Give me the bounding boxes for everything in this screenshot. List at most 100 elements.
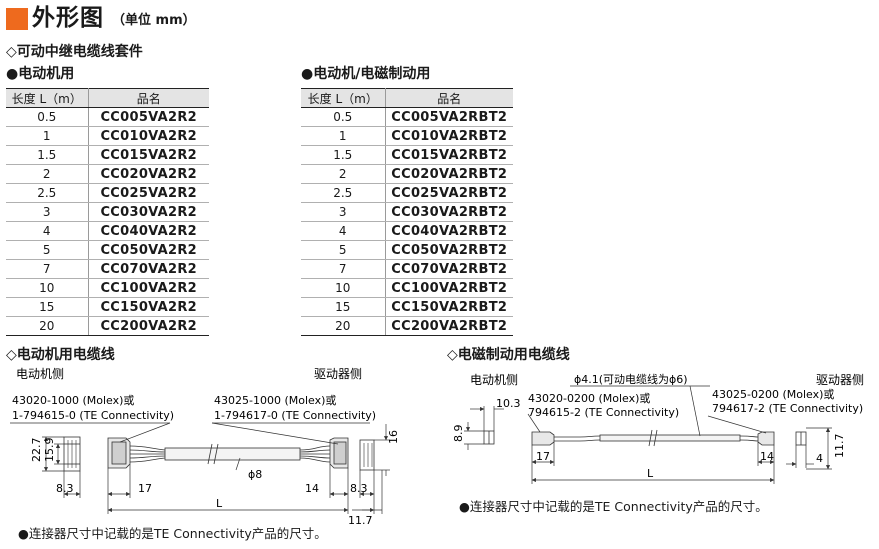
product-name-cell: CC005VA2R2 (88, 107, 209, 127)
brake-right-part-1: 43025-0200 (Molex)或 (712, 388, 834, 401)
length-cell: 1 (6, 126, 89, 146)
product-name-cell: CC150VA2R2 (88, 297, 209, 317)
motor-cable-note: ●连接器尺寸中记载的是TE Connectivity产品的尺寸。 (18, 526, 327, 541)
dim-16: 16 (387, 430, 400, 444)
dim-L: L (216, 497, 223, 510)
length-cell: 7 (301, 259, 386, 279)
length-cell: 3 (6, 202, 89, 222)
column-header-length: 长度 L（m） (6, 88, 89, 108)
right-connector-part-1: 43025-1000 (Molex)或 (214, 394, 336, 407)
brake-dim-L: L (647, 467, 654, 480)
column-header-name: 品名 (88, 88, 209, 108)
length-cell: 2.5 (301, 183, 386, 203)
length-cell: 4 (6, 221, 89, 241)
brake-cable-title: ◇电磁制动用电缆线 (447, 347, 570, 363)
motor-table-title: ●电动机用 (6, 66, 75, 82)
length-cell: 2 (301, 164, 386, 184)
length-cell: 7 (6, 259, 89, 279)
left-connector-part-2: 1-794615-0 (TE Connectivity) (12, 409, 174, 422)
brake-motor-side-label: 电动机侧 (470, 373, 518, 387)
brake-table-title: ●电动机/电磁制动用 (301, 66, 431, 82)
left-connector-part-1: 43020-1000 (Molex)或 (12, 394, 134, 407)
product-name-cell: CC050VA2R2 (88, 240, 209, 260)
product-name-cell: CC010VA2RBT2 (385, 126, 513, 146)
unit-label: （单位 mm） (112, 13, 196, 28)
column-header-length: 长度 L（m） (301, 88, 386, 108)
dim-8-3-right: 8.3 (350, 482, 368, 495)
product-name-cell: CC040VA2RBT2 (385, 221, 513, 241)
dim-phi8: ϕ8 (248, 468, 262, 481)
product-name-cell: CC030VA2RBT2 (385, 202, 513, 222)
product-name-cell: CC025VA2R2 (88, 183, 209, 203)
product-name-cell: CC100VA2RBT2 (385, 278, 513, 298)
product-name-cell: CC005VA2RBT2 (385, 107, 513, 127)
product-name-cell: CC150VA2RBT2 (385, 297, 513, 317)
length-cell: 10 (301, 278, 386, 298)
length-cell: 1.5 (301, 145, 386, 165)
length-cell: 0.5 (301, 107, 386, 127)
length-cell: 1.5 (6, 145, 89, 165)
length-cell: 5 (301, 240, 386, 260)
product-name-cell: CC040VA2R2 (88, 221, 209, 241)
right-connector-part-2: 1-794617-0 (TE Connectivity) (214, 409, 376, 422)
brake-left-part-2: 794615-2 (TE Connectivity) (528, 406, 679, 419)
brake-dim-4: 4 (816, 452, 823, 465)
brake-diameter-note: ϕ4.1(可动电缆线为ϕ6) (574, 372, 688, 386)
brake-dim-11-7: 11.7 (833, 434, 846, 459)
length-cell: 1 (301, 126, 386, 146)
length-cell: 5 (6, 240, 89, 260)
driver-side-label: 驱动器侧 (314, 367, 362, 381)
product-name-cell: CC015VA2RBT2 (385, 145, 513, 165)
dim-17: 17 (138, 482, 152, 495)
length-cell: 20 (6, 316, 89, 336)
length-cell: 3 (301, 202, 386, 222)
brake-dim-17: 17 (536, 450, 550, 463)
orange-square-icon (6, 8, 28, 30)
brake-driver-side-label: 驱动器侧 (816, 373, 864, 387)
product-name-cell: CC070VA2RBT2 (385, 259, 513, 279)
brake-left-part-1: 43020-0200 (Molex)或 (528, 392, 650, 405)
length-cell: 15 (301, 297, 386, 317)
kit-section-title: ◇可动中继电缆线套件 (6, 44, 143, 60)
motor-side-label: 电动机侧 (16, 367, 64, 381)
brake-cable-drawing: 电动机侧 驱动器侧 ϕ4.1(可动电缆线为ϕ6) 43020-0200 (Mol… (452, 372, 864, 484)
length-cell: 4 (301, 221, 386, 241)
length-cell: 2 (6, 164, 89, 184)
product-name-cell: CC200VA2RBT2 (385, 316, 513, 336)
dim-15-9: 15.9 (43, 438, 56, 463)
product-name-cell: CC025VA2RBT2 (385, 183, 513, 203)
motor-cable-drawing: 电动机侧 驱动器侧 43020-1000 (Molex)或 1-794615-0… (10, 367, 400, 526)
length-cell: 0.5 (6, 107, 89, 127)
table-header-row: 长度 L（m） 品名 (301, 88, 513, 108)
length-cell: 2.5 (6, 183, 89, 203)
length-cell: 20 (301, 316, 386, 336)
product-name-cell: CC020VA2R2 (88, 164, 209, 184)
page-title: 外形图 (32, 5, 104, 31)
product-name-cell: CC100VA2R2 (88, 278, 209, 298)
product-name-cell: CC010VA2R2 (88, 126, 209, 146)
